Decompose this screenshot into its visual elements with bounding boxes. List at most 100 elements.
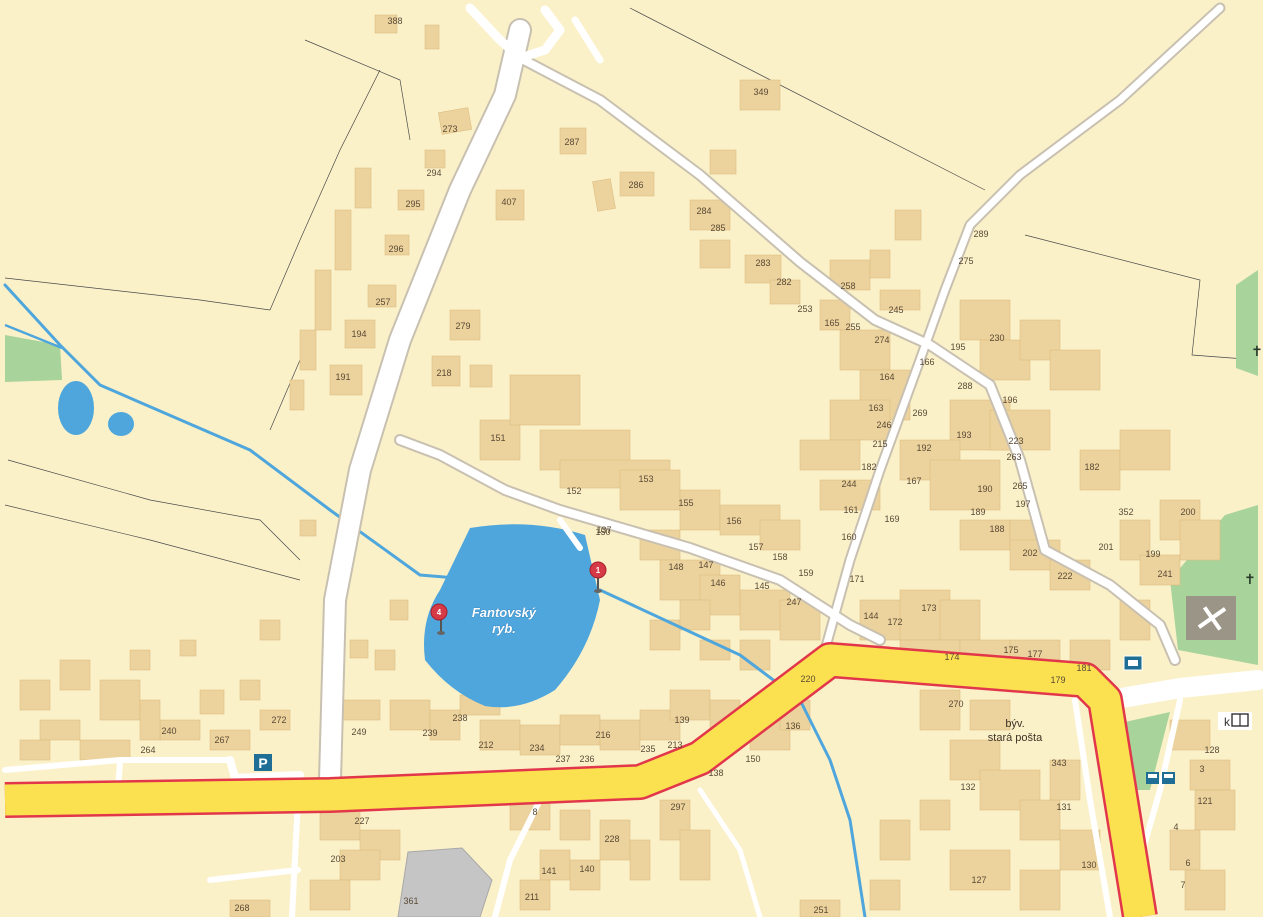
house-number-label: 192 <box>916 443 931 453</box>
house-number-label: 196 <box>1002 395 1017 405</box>
house-number-label: 268 <box>234 903 249 913</box>
building <box>437 107 473 135</box>
house-number-label: 151 <box>490 433 505 443</box>
house-number-label: 269 <box>912 408 927 418</box>
library-icon[interactable]: k <box>1218 712 1252 730</box>
house-number-label: 245 <box>888 305 903 315</box>
house-number-label: 160 <box>841 532 856 542</box>
building <box>894 209 922 241</box>
building <box>1194 789 1236 831</box>
house-number-label: 153 <box>638 474 653 484</box>
building <box>429 709 461 741</box>
building <box>209 729 251 751</box>
building <box>869 879 901 911</box>
building <box>1169 829 1201 871</box>
house-number-label: 150 <box>595 527 610 537</box>
bus-stop-icon[interactable] <box>1146 772 1175 784</box>
building <box>679 599 711 631</box>
building <box>354 167 372 209</box>
building <box>314 269 332 331</box>
building <box>919 799 951 831</box>
house-number-label: 145 <box>754 581 769 591</box>
house-number-label: 127 <box>971 875 986 885</box>
house-number-label: 190 <box>977 484 992 494</box>
house-number-label: 201 <box>1098 542 1113 552</box>
post-office-icon[interactable] <box>1123 655 1143 671</box>
building <box>949 849 1011 891</box>
building <box>939 599 981 641</box>
building <box>129 649 151 671</box>
building <box>879 289 921 311</box>
building <box>139 699 161 741</box>
building <box>384 234 410 256</box>
map-pin-1[interactable]: 1 <box>589 561 607 593</box>
house-number-label: 147 <box>698 560 713 570</box>
house-number-label: 164 <box>879 372 894 382</box>
house-number-label: 237 <box>555 754 570 764</box>
building <box>699 239 731 269</box>
house-number-label: 165 <box>824 318 839 328</box>
building <box>1119 429 1171 471</box>
building <box>1019 869 1061 911</box>
building <box>239 679 261 701</box>
building <box>1184 869 1226 911</box>
house-number-label: 150 <box>745 754 760 764</box>
building <box>99 679 141 721</box>
house-number-label: 6 <box>1185 858 1190 868</box>
house-number-label: 244 <box>841 479 856 489</box>
house-number-label: 279 <box>455 321 470 331</box>
building <box>679 489 721 531</box>
house-number-label: 179 <box>1050 675 1065 685</box>
house-number-label: 213 <box>667 740 682 750</box>
building <box>299 519 317 537</box>
house-number-label: 171 <box>849 574 864 584</box>
building <box>1079 449 1121 491</box>
building <box>431 355 461 387</box>
building <box>339 849 381 881</box>
building <box>629 839 651 881</box>
house-number-label: 228 <box>604 834 619 844</box>
building <box>539 849 571 881</box>
house-number-label: 131 <box>1056 802 1071 812</box>
building <box>919 689 961 731</box>
house-number-label: 240 <box>161 726 176 736</box>
building <box>349 639 369 659</box>
house-number-label: 255 <box>845 322 860 332</box>
house-number-label: 163 <box>868 403 883 413</box>
building <box>679 829 711 881</box>
building <box>199 689 225 715</box>
house-number-label: 130 <box>1081 860 1096 870</box>
house-number-label: 247 <box>786 597 801 607</box>
building <box>469 364 493 388</box>
house-number-label: 407 <box>501 197 516 207</box>
house-number-label: 174 <box>944 652 959 662</box>
house-number-label: 8 <box>532 807 537 817</box>
house-number-label: 257 <box>375 297 390 307</box>
building <box>1009 539 1061 571</box>
building <box>869 249 891 279</box>
building <box>519 879 551 911</box>
building <box>424 149 446 169</box>
house-number-label: 155 <box>678 498 693 508</box>
building <box>839 329 891 371</box>
lake-fantovsky[interactable] <box>424 524 600 708</box>
parking-icon[interactable]: P <box>254 754 272 771</box>
building <box>599 719 641 751</box>
church-icon[interactable] <box>1186 596 1236 640</box>
house-number-label: 285 <box>710 223 725 233</box>
house-number-label: 297 <box>670 802 685 812</box>
house-number-label: 4 <box>1173 822 1178 832</box>
building <box>449 309 481 341</box>
house-number-label: 263 <box>1006 452 1021 462</box>
building <box>334 209 352 271</box>
building <box>519 724 561 756</box>
house-number-label: 141 <box>541 866 556 876</box>
building <box>19 679 51 711</box>
building <box>559 714 601 746</box>
building <box>929 459 1001 511</box>
house-number-label: 203 <box>330 854 345 864</box>
map-pin-4[interactable]: 4 <box>430 603 448 635</box>
house-number-label: 157 <box>748 542 763 552</box>
building <box>689 199 731 231</box>
